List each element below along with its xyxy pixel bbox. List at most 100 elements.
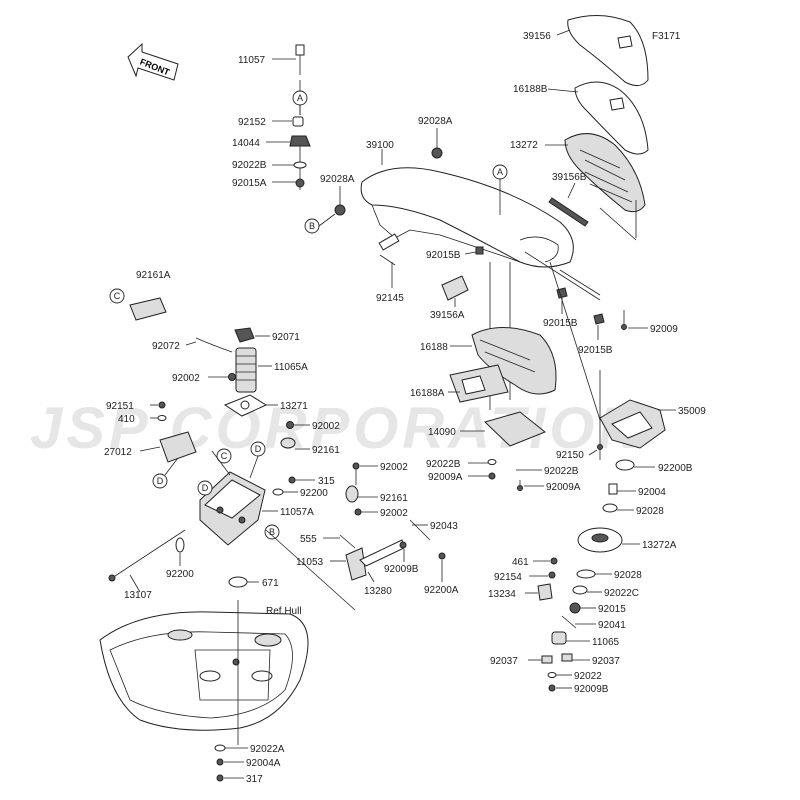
nut-92015A <box>295 178 305 188</box>
hose-92072 <box>195 337 233 353</box>
figure-code: F3171 <box>652 31 681 42</box>
svg-text:C: C <box>221 451 228 461</box>
cap-92028-a <box>602 503 618 513</box>
label-92015B-r2: 92015B <box>578 345 613 356</box>
fitting-13234 <box>537 583 553 601</box>
bolt-92002-a <box>228 373 236 381</box>
bolt-92009A-b <box>517 480 523 491</box>
label-14044: 14044 <box>232 138 260 149</box>
label-92043: 92043 <box>430 521 458 532</box>
clip-92037-a <box>541 655 553 664</box>
label-13107: 13107 <box>124 590 152 601</box>
label-92028A-left: 92028A <box>320 174 355 185</box>
cap-13272A <box>577 527 623 553</box>
label-92028-b: 92028 <box>614 570 642 581</box>
label-13234: 13234 <box>488 589 516 600</box>
washer-461 <box>550 557 558 565</box>
label-27012: 27012 <box>104 447 132 458</box>
cap-11057 <box>295 44 305 75</box>
label-92002-d: 92002 <box>380 508 408 519</box>
callout-B-mid: B <box>264 524 280 540</box>
label-92015A: 92015A <box>232 178 267 189</box>
label-92002-c: 92002 <box>380 462 408 473</box>
cover-35009 <box>599 399 666 449</box>
svg-text:A: A <box>497 167 503 177</box>
seal-39156B <box>548 197 589 227</box>
washer-92022 <box>547 672 557 678</box>
label-11065: 11065 <box>592 637 620 648</box>
callout-B-top: B <box>304 218 320 234</box>
bolt-92009A-a <box>488 472 496 480</box>
label-92154: 92154 <box>494 572 522 583</box>
seal-39156A <box>441 275 469 301</box>
label-92200-a: 92200 <box>300 488 328 499</box>
label-11065A: 11065A <box>274 362 308 373</box>
rod-13107 <box>108 529 186 582</box>
grommet-315 <box>288 476 296 484</box>
svg-text:D: D <box>255 444 262 454</box>
front-arrow: FRONT <box>127 42 179 81</box>
label-92071: 92071 <box>272 332 300 343</box>
clamp-92071 <box>234 327 255 343</box>
bolt-92200A <box>438 552 446 560</box>
label-35009: 35009 <box>678 406 706 417</box>
seat-cover-16188B <box>574 81 649 155</box>
label-92072: 92072 <box>152 341 180 352</box>
collar-92152 <box>292 116 304 127</box>
part-labels: 39156 16188B 13272 39156B 92028A 39100 9… <box>104 31 706 785</box>
nut-317 <box>216 774 224 782</box>
label-39100: 39100 <box>366 140 394 151</box>
label-92022C: 92022C <box>604 588 639 599</box>
label-92200B: 92200B <box>658 463 693 474</box>
label-92022B-mid: 92022B <box>426 459 461 470</box>
svg-text:C: C <box>114 291 121 301</box>
washer-410 <box>157 415 167 421</box>
seat-cover-39156 <box>567 14 649 86</box>
clip-92037-b <box>561 653 573 662</box>
label-410: 410 <box>118 414 135 425</box>
label-16188B: 16188B <box>513 84 548 95</box>
label-92002-b: 92002 <box>312 421 340 432</box>
hull <box>99 611 309 731</box>
washer-92022B-mid <box>487 459 497 465</box>
label-92037-b: 92037 <box>592 656 620 667</box>
callout-C-left: C <box>109 288 125 304</box>
label-92009A-a: 92009A <box>428 472 463 483</box>
bracket-27012 <box>159 431 197 463</box>
rod-555 <box>339 534 356 549</box>
callout-D-box: D <box>197 480 213 496</box>
leader-lines <box>129 29 676 779</box>
label-92037-a: 92037 <box>490 656 518 667</box>
bolt-92154 <box>548 571 556 579</box>
nut-92015B-r1 <box>556 287 568 299</box>
callout-A-top: A <box>292 90 308 106</box>
nut-92015B-r2 <box>593 313 605 325</box>
cap-92028A-left <box>334 204 346 216</box>
nut-92015 <box>569 602 581 614</box>
bolt-92009 <box>621 310 627 330</box>
label-11057A: 11057A <box>280 507 314 518</box>
washer-92022A <box>214 744 226 752</box>
bolt-92009B-b <box>548 684 556 692</box>
washer-92022C <box>572 585 588 595</box>
lever-13280 <box>359 539 405 567</box>
label-92002-a: 92002 <box>172 373 200 384</box>
label-92161A: 92161A <box>136 270 171 281</box>
label-ref-hull: Ref.Hull <box>266 606 302 617</box>
label-39156: 39156 <box>523 31 551 42</box>
label-92015B-mid: 92015B <box>426 250 461 261</box>
label-317: 317 <box>246 774 263 785</box>
bellows-11065A <box>235 347 257 393</box>
label-92009: 92009 <box>650 324 678 335</box>
label-92028-a: 92028 <box>636 506 664 517</box>
cap-92028A-top <box>431 147 443 159</box>
label-13271: 13271 <box>280 401 308 412</box>
label-92004: 92004 <box>638 487 666 498</box>
label-92009B-a: 92009B <box>384 564 419 575</box>
bolt-92004A <box>216 758 224 766</box>
plate-14090 <box>484 411 546 447</box>
svg-text:A: A <box>297 93 303 103</box>
washer-92200-a <box>272 488 284 496</box>
label-92152: 92152 <box>238 117 266 128</box>
